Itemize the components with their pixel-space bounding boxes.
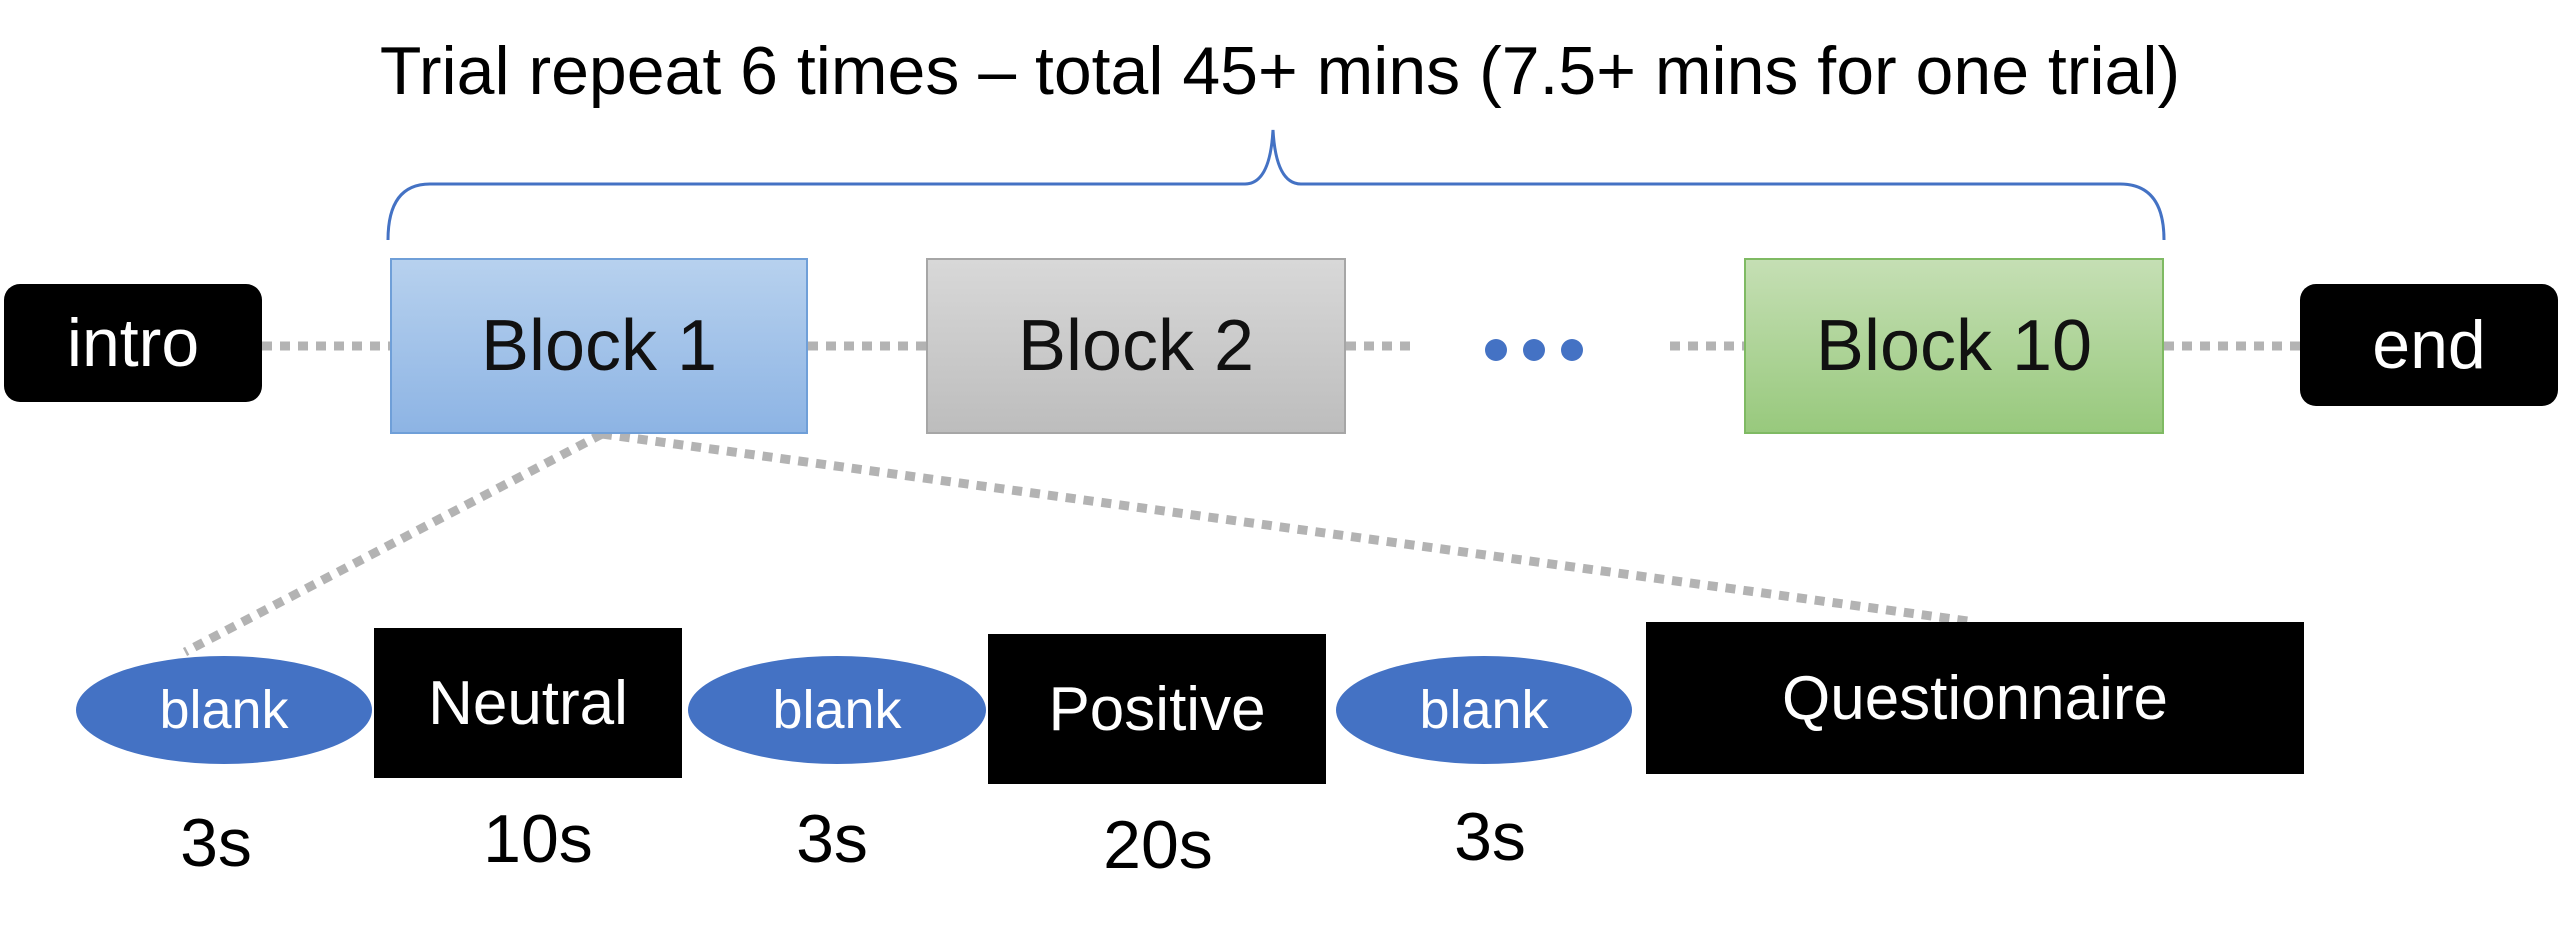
end-box: end bbox=[2300, 284, 2558, 406]
blank-ellipse-3: blank bbox=[1336, 656, 1632, 764]
blank-ellipse-1: blank bbox=[76, 656, 372, 764]
duration-positive: 20s bbox=[1103, 807, 1213, 883]
questionnaire-box: Questionnaire bbox=[1646, 622, 2304, 774]
duration-blank-2: 3s bbox=[796, 801, 868, 877]
expand-line-right bbox=[601, 429, 1976, 627]
block-2: Block 2 bbox=[926, 258, 1346, 434]
blank-ellipse-2: blank bbox=[688, 656, 986, 764]
expand-line-left bbox=[182, 430, 605, 656]
ellipsis-dots bbox=[1485, 339, 1583, 361]
duration-blank-3: 3s bbox=[1454, 799, 1526, 875]
neutral-box: Neutral bbox=[374, 628, 682, 778]
block-1: Block 1 bbox=[390, 258, 808, 434]
duration-neutral: 10s bbox=[483, 801, 593, 877]
block-10: Block 10 bbox=[1744, 258, 2164, 434]
diagram-title: Trial repeat 6 times – total 45+ mins (7… bbox=[379, 33, 2181, 109]
duration-blank-1: 3s bbox=[180, 805, 252, 881]
positive-box: Positive bbox=[988, 634, 1326, 784]
curly-brace bbox=[386, 129, 2166, 241]
intro-box: intro bbox=[4, 284, 262, 402]
